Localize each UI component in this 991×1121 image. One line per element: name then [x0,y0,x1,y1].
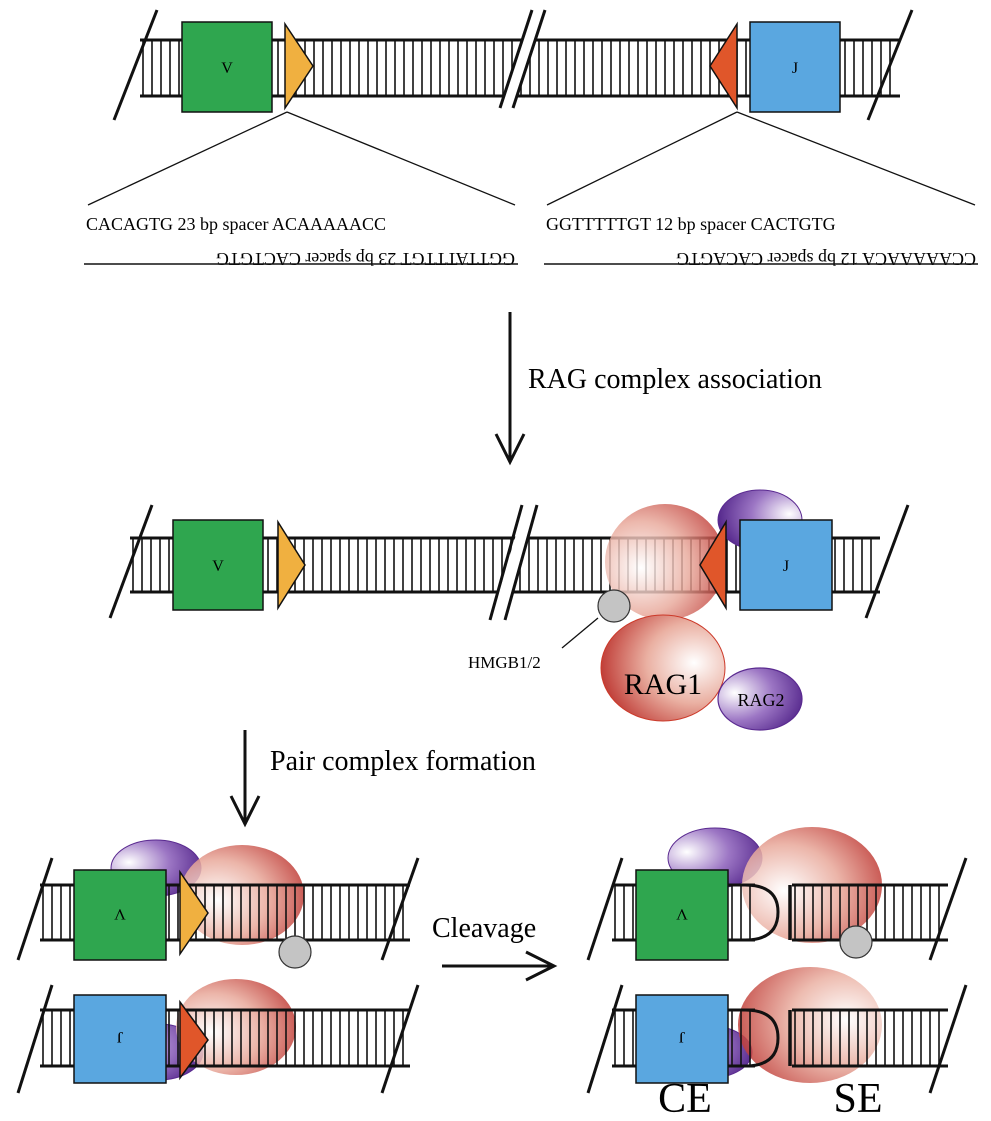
zoom-lines [87,111,976,206]
coding-end-label: CE [658,1076,712,1121]
v-segment [181,21,273,113]
rag1-top-left [180,845,304,945]
j-segment-cleaved [635,994,729,1084]
dna-end-line [498,9,534,109]
dna-break-gap [491,503,537,622]
rss23-bottom-strand: GGTTATTTGT 23 bp spacer CACTGTG [216,249,515,269]
dna-end-line [511,9,547,109]
v-segment-label-cleaved: V [676,905,688,922]
v-segment-paired [73,869,167,961]
dna-end-line [928,857,968,961]
dna-end-line [928,984,968,1094]
paired-complex: V J [16,839,420,1094]
rss12-top-strand: GGTTTTTGT 12 bp spacer CACTGTG [546,214,836,234]
rag1-label: RAG1 [624,668,702,701]
j-segment-label-row2: J [783,558,789,575]
hmgb-protein-cleaved [839,925,873,959]
cleavage-step-label: Cleavage [432,913,536,944]
v-segment-cleaved [635,869,729,961]
pairing-arrow [229,730,261,828]
rag2-label: RAG2 [737,690,784,710]
j-segment-label-cleaved: J [679,1028,685,1045]
dna-end-line [380,984,420,1094]
dna-end-line [16,857,54,961]
rag1-protein [600,614,726,722]
v-segment-row2 [172,519,264,611]
dna-end-line [108,504,154,619]
hmgb-leader-line [561,617,599,649]
rss23-triangle [284,21,314,111]
germline-dna: V J [112,7,914,121]
dna-end-line [586,984,624,1094]
rag2-protein [717,667,803,731]
hmgb-protein [597,589,631,623]
dna-end-line [586,857,624,961]
rss23-triangle-paired [179,869,209,957]
cleavage-arrow [442,950,558,982]
v-segment-label-row2: V [212,558,224,575]
rss-sequences: CACAGTG 23 bp spacer ACAAAAACC GGTTATTTG… [84,214,978,269]
rag-bound-dna: V J HMGB1/2 RAG1 RAG2 [108,489,910,731]
dna-break-gap [499,7,546,111]
rag1-bottom-left [176,979,296,1075]
v-segment-label-paired: V [114,905,126,922]
j-segment [749,21,841,113]
rss12-bottom-strand: CCAAAAACA 12 bp spacer CACAGTG [676,249,976,269]
rss12-triangle-paired [179,999,209,1081]
rss23-triangle-row2 [277,519,306,611]
rss12-triangle [709,21,738,111]
coding-end-hairpin-top [744,883,780,942]
cleaved-complex: V J [586,827,968,1094]
dna-end-line [380,857,420,961]
hmgb-label: HMGB1/2 [468,653,541,672]
association-step-label: RAG complex association [528,364,822,395]
j-segment-paired [73,994,167,1084]
association-arrow [494,312,526,466]
dna-end-line [864,504,910,619]
dna-end-line [866,9,914,121]
dna-end-line [503,504,539,621]
coding-end-hairpin-bottom [744,1008,780,1068]
signal-end-label: SE [833,1076,882,1121]
rag1-upper-ellipse [605,504,725,620]
dna-end-line [112,9,159,121]
rss23-top-strand: CACAGTG 23 bp spacer ACAAAAACC [86,214,386,234]
rss12-triangle-row2 [699,519,727,611]
pairing-step-label: Pair complex formation [270,746,536,777]
j-segment-row2 [739,519,833,611]
j-segment-label-paired: J [117,1028,123,1045]
hmgb-protein-paired [278,935,312,969]
dna-end-line [488,504,524,621]
j-segment-label: J [792,60,798,77]
dna-end-line [16,984,54,1094]
v-segment-label: V [221,60,233,77]
